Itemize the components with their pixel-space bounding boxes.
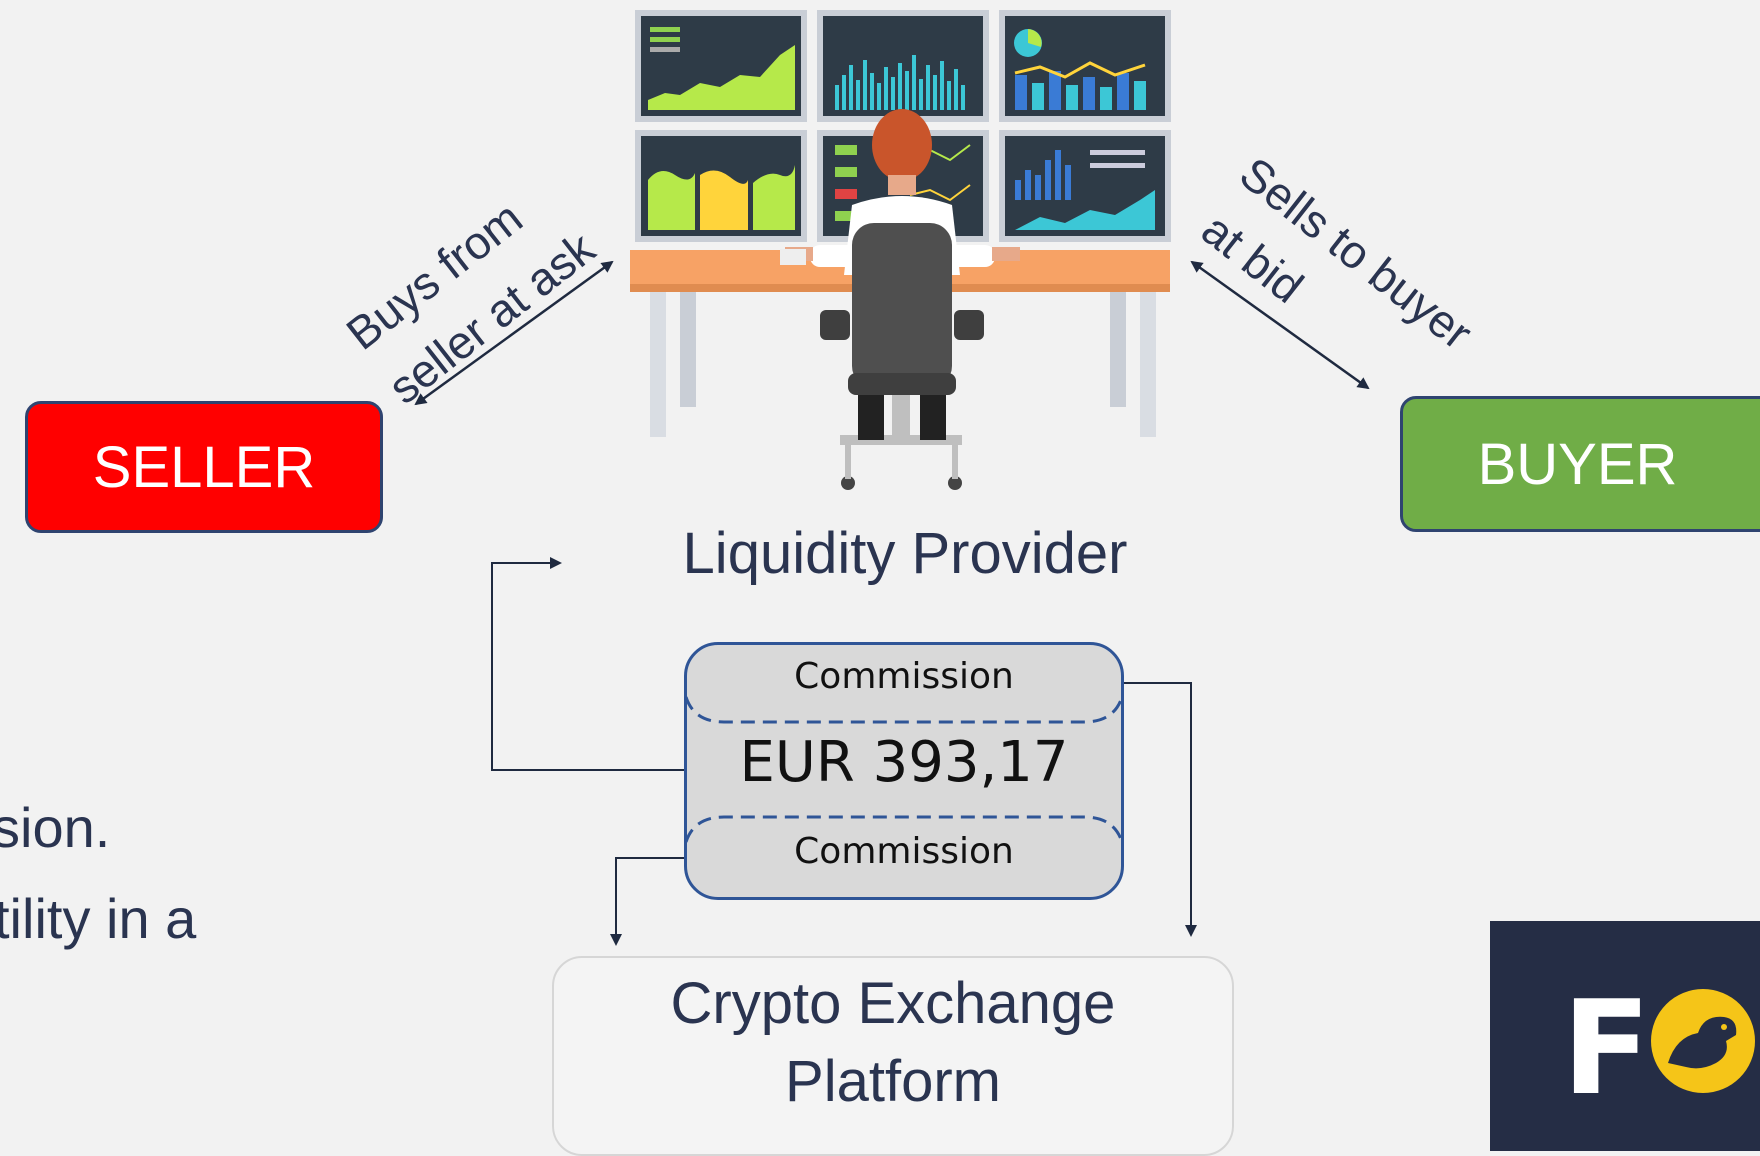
buyer-box: BUYER [1400, 396, 1760, 532]
left-text-line1: sion. [0, 796, 111, 859]
commission-box [684, 642, 1124, 900]
monitor-top-middle [817, 10, 989, 122]
monitor-top-left [635, 10, 807, 122]
commission-amount: EUR 393,17 [739, 730, 1069, 795]
commission-to-exchange-left-arrow [610, 857, 684, 946]
exchange-box [552, 956, 1234, 1156]
logo-letter: F [1562, 972, 1651, 1124]
monitor-bottom-right [999, 130, 1171, 242]
trader-illustration [630, 10, 1171, 490]
office-chair [820, 223, 984, 490]
logo-emblem-icon [1651, 989, 1755, 1093]
buyer-double-arrow [1190, 260, 1370, 390]
commission-dividers [684, 696, 1124, 843]
monitor-bottom-left [635, 130, 807, 242]
liquidity-provider-label: Liquidity Provider [682, 521, 1128, 586]
commission-to-provider-arrow [491, 557, 684, 771]
commission-to-exchange-right-arrow [1124, 682, 1197, 937]
exchange-label-line2: Platform [785, 1049, 1001, 1114]
seller-label: SELLER [92, 434, 316, 500]
commission-bottom-label: Commission [794, 831, 1014, 872]
left-text-line2: tility in a [0, 887, 197, 950]
commission-top-label: Commission [794, 656, 1014, 697]
buyer-label: BUYER [1477, 431, 1678, 497]
seller-box: SELLER [25, 401, 383, 533]
exchange-label-line1: Crypto Exchange [670, 971, 1116, 1036]
seller-double-arrow [414, 260, 614, 406]
monitor-top-right [999, 10, 1171, 122]
